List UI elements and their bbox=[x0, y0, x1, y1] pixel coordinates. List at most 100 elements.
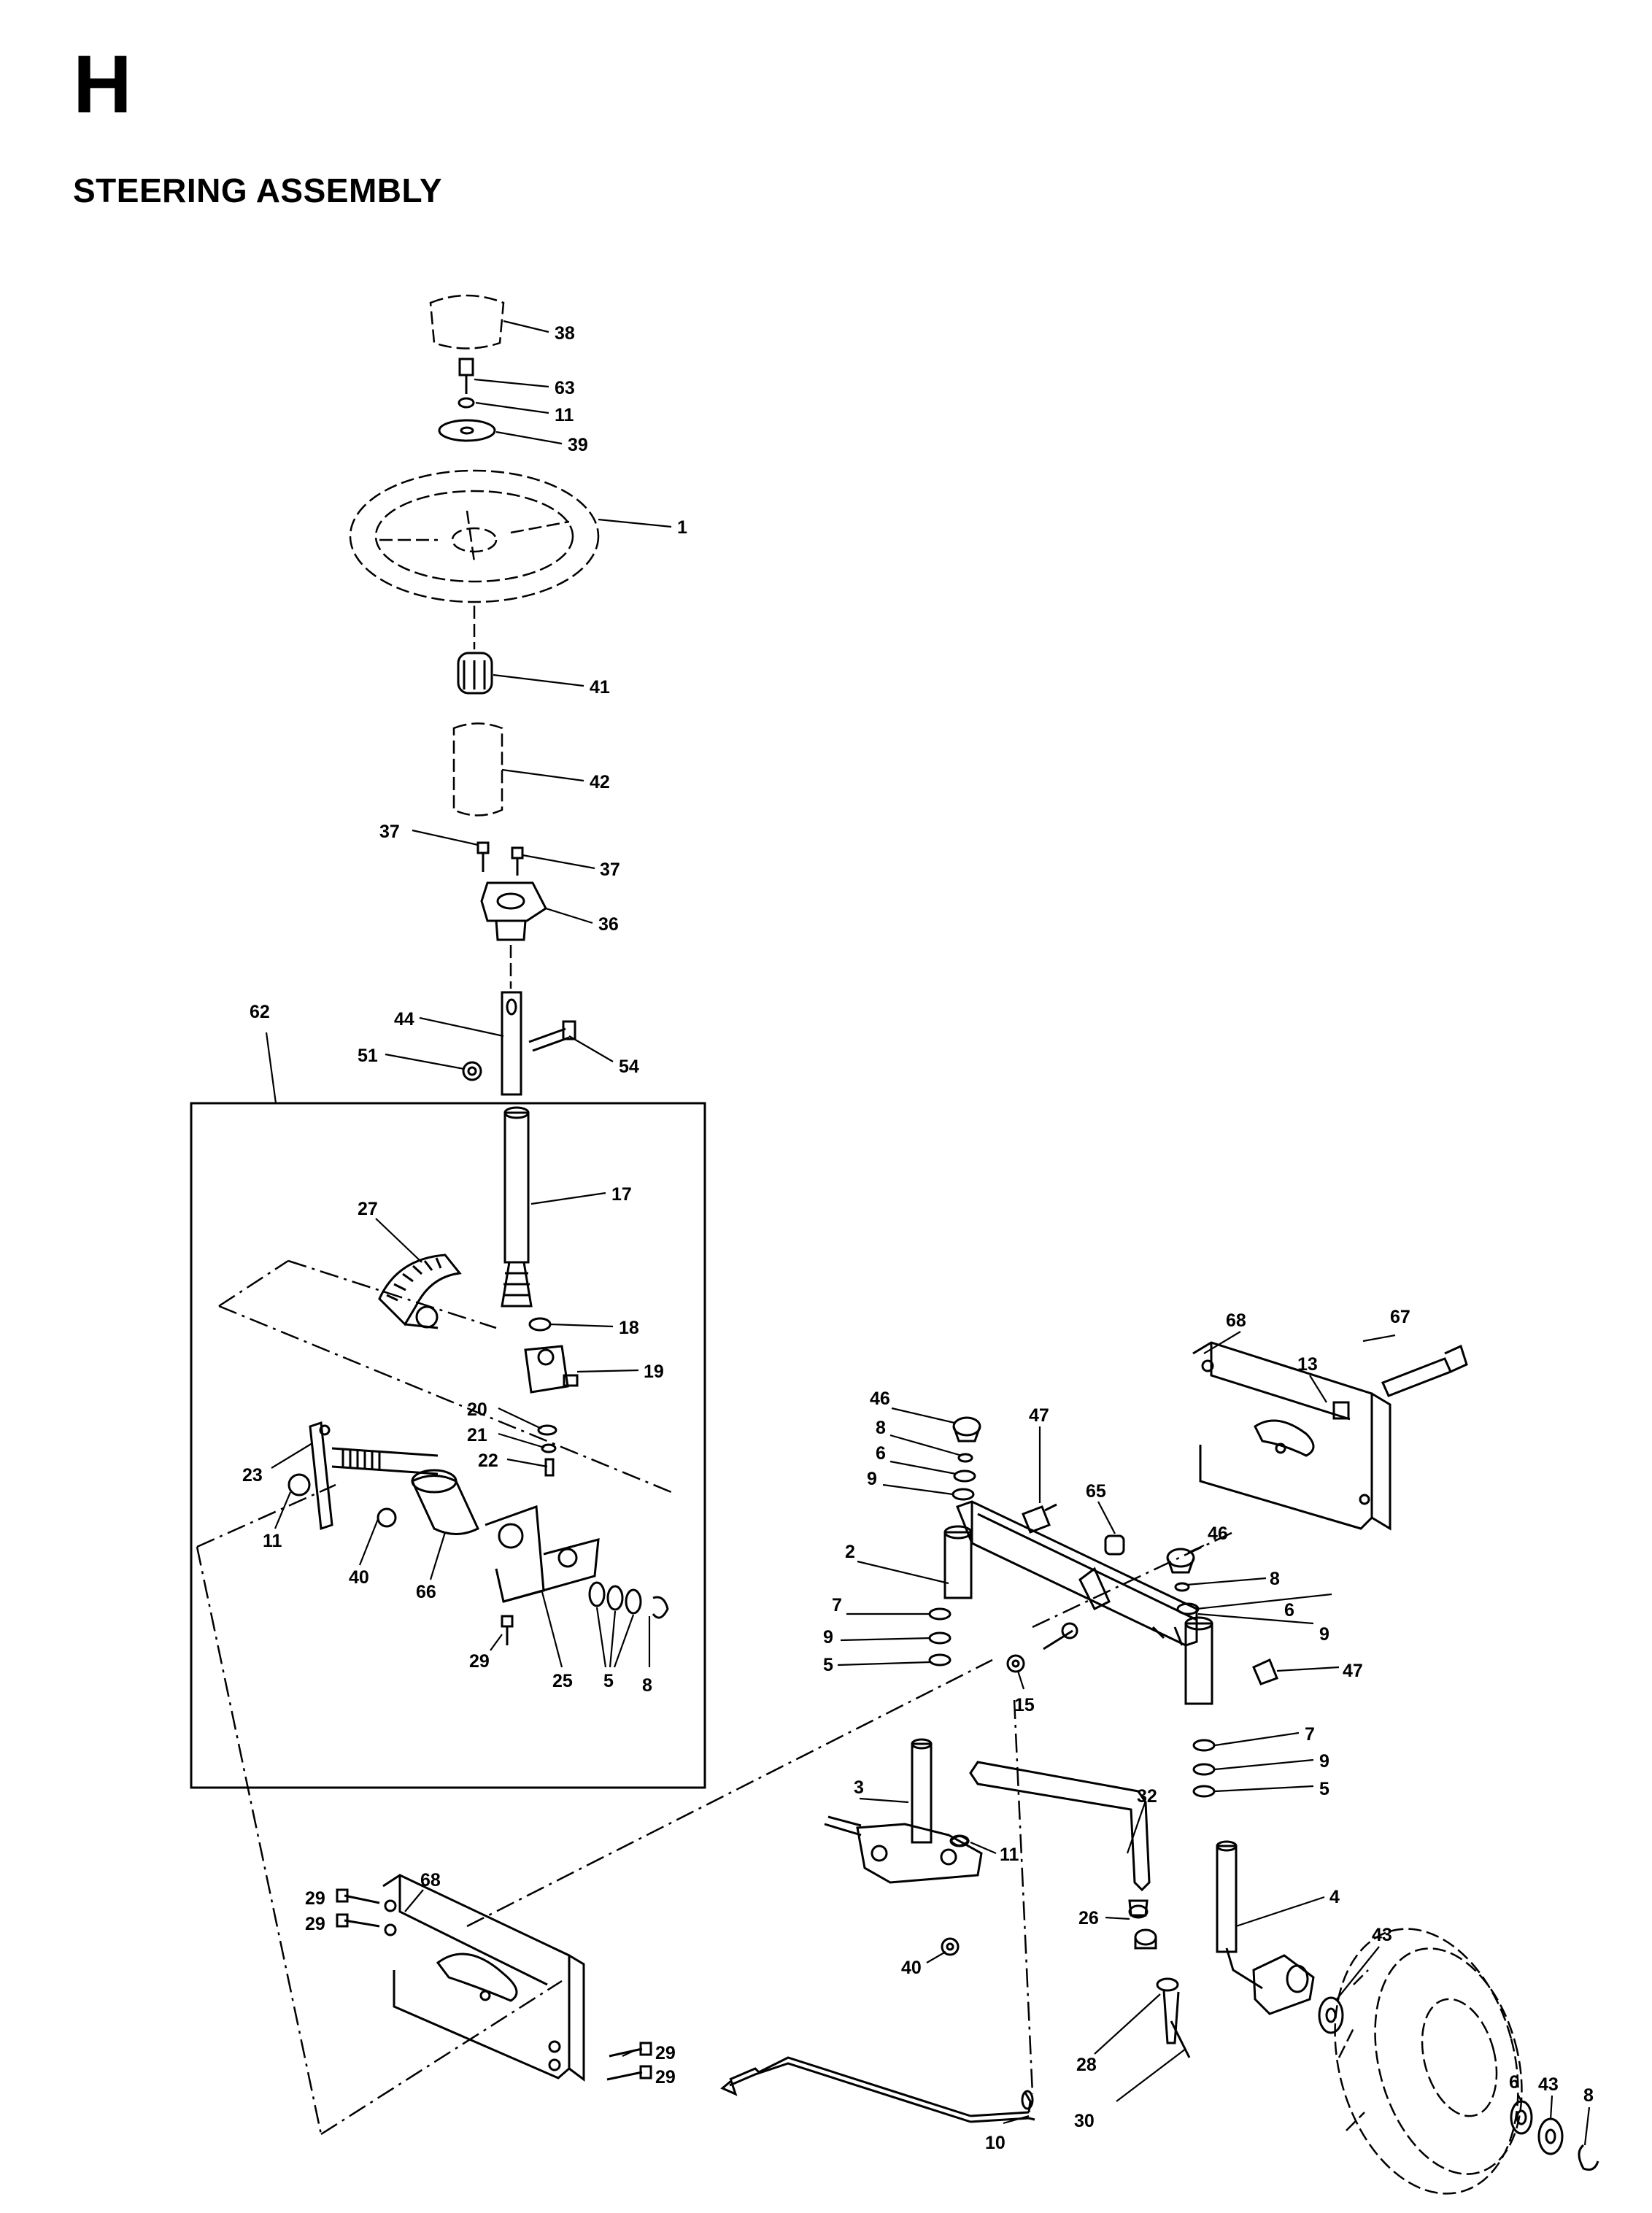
steering-shaft-sleeve bbox=[452, 722, 503, 816]
callout-9: 9 bbox=[1319, 1751, 1329, 1772]
callout-8: 8 bbox=[876, 1418, 886, 1438]
callout-51: 51 bbox=[358, 1046, 378, 1066]
callout-47: 47 bbox=[1343, 1661, 1363, 1681]
shaft-nut-left bbox=[287, 1473, 311, 1496]
steering-bolt bbox=[458, 358, 474, 394]
column-bracket bbox=[480, 881, 547, 941]
callout-1: 1 bbox=[677, 517, 687, 538]
steering-bracket bbox=[485, 1505, 600, 1603]
callout-66: 66 bbox=[416, 1582, 436, 1602]
callout-29: 29 bbox=[469, 1651, 490, 1672]
callout-3: 3 bbox=[854, 1777, 864, 1798]
callout-22: 22 bbox=[478, 1451, 498, 1471]
wheel-washers-outer bbox=[1510, 2100, 1599, 2171]
steering-wheel bbox=[349, 469, 600, 603]
callout-38: 38 bbox=[555, 323, 575, 344]
front-wheel bbox=[1334, 1928, 1523, 2195]
callout-29: 29 bbox=[655, 2043, 676, 2063]
tie-rod bbox=[720, 2056, 1035, 2123]
callout-43: 43 bbox=[1372, 1925, 1392, 1945]
callout-2: 2 bbox=[845, 1542, 855, 1562]
callout-32: 32 bbox=[1137, 1786, 1157, 1807]
callout-labels: 38 63 11 39 1 41 42 37 37 36 62 44 54 51… bbox=[242, 323, 1594, 2153]
steering-bushing bbox=[411, 1469, 479, 1535]
bracket-washers bbox=[588, 1581, 669, 1619]
block-fasteners bbox=[537, 1424, 557, 1477]
shaft-nut bbox=[462, 1061, 482, 1081]
callout-21: 21 bbox=[467, 1425, 487, 1445]
callout-62: 62 bbox=[250, 1002, 270, 1022]
section-letter: H bbox=[73, 39, 132, 130]
callout-7: 7 bbox=[832, 1595, 842, 1615]
pinion-bearing-block bbox=[524, 1345, 579, 1394]
callout-6: 6 bbox=[876, 1443, 886, 1464]
callout-47: 47 bbox=[1029, 1405, 1049, 1426]
callout-63: 63 bbox=[555, 378, 575, 398]
callout-29: 29 bbox=[305, 1888, 325, 1909]
callout-10: 10 bbox=[985, 2133, 1006, 2153]
axle-fittings bbox=[1006, 1503, 1278, 1685]
lock-washer bbox=[458, 397, 475, 409]
sector-gear bbox=[378, 1254, 462, 1329]
callout-8: 8 bbox=[1270, 1569, 1280, 1589]
callout-13: 13 bbox=[1297, 1354, 1318, 1375]
callout-6: 6 bbox=[1509, 2072, 1519, 2093]
callout-19: 19 bbox=[644, 1362, 664, 1382]
callout-36: 36 bbox=[598, 914, 619, 935]
callout-23: 23 bbox=[242, 1465, 263, 1486]
callout-20: 20 bbox=[467, 1399, 487, 1420]
pinion-shaft bbox=[501, 1106, 533, 1308]
callout-54: 54 bbox=[619, 1057, 639, 1077]
wheel-washer-inner bbox=[1318, 1996, 1344, 2034]
leader-lines bbox=[271, 320, 1591, 2146]
callout-68: 68 bbox=[420, 1870, 441, 1890]
column-screws bbox=[476, 841, 524, 876]
drag-link bbox=[969, 1761, 1151, 1919]
callout-39: 39 bbox=[568, 435, 588, 455]
callout-29: 29 bbox=[305, 1914, 325, 1934]
callout-28: 28 bbox=[1076, 2055, 1097, 2075]
left-support-bolts bbox=[336, 1888, 652, 2081]
callout-11: 11 bbox=[263, 1531, 282, 1551]
callout-40: 40 bbox=[901, 1958, 922, 1978]
callout-4: 4 bbox=[1329, 1887, 1340, 1907]
callout-9: 9 bbox=[1319, 1624, 1329, 1645]
steering-washer bbox=[438, 419, 496, 442]
callout-65: 65 bbox=[1086, 1481, 1106, 1502]
callout-30: 30 bbox=[1074, 2111, 1095, 2131]
left-spindle bbox=[824, 1738, 983, 1884]
callout-18: 18 bbox=[619, 1318, 639, 1338]
front-axle bbox=[956, 1500, 1198, 1647]
callout-17: 17 bbox=[611, 1184, 632, 1205]
shaft-bolt bbox=[528, 1020, 576, 1052]
left-axle-support bbox=[382, 1874, 585, 2082]
callout-5: 5 bbox=[823, 1655, 833, 1675]
callout-46: 46 bbox=[1208, 1523, 1228, 1544]
callout-9: 9 bbox=[823, 1627, 833, 1648]
callout-8: 8 bbox=[642, 1675, 652, 1696]
right-spindle-hub bbox=[1184, 1616, 1213, 1705]
callout-42: 42 bbox=[590, 772, 610, 792]
callout-41: 41 bbox=[590, 677, 610, 698]
callout-7: 7 bbox=[1305, 1724, 1315, 1745]
callout-26: 26 bbox=[1078, 1908, 1099, 1928]
callout-5: 5 bbox=[1319, 1779, 1329, 1799]
callout-40: 40 bbox=[349, 1567, 369, 1588]
callout-44: 44 bbox=[394, 1009, 414, 1030]
callout-68: 68 bbox=[1226, 1310, 1246, 1331]
callout-8: 8 bbox=[1583, 2085, 1594, 2106]
callout-29: 29 bbox=[655, 2067, 676, 2088]
steering-arm-pin bbox=[949, 1834, 970, 1847]
steering-adapter bbox=[457, 652, 493, 695]
callout-25: 25 bbox=[552, 1671, 573, 1691]
callout-43: 43 bbox=[1538, 2074, 1559, 2095]
callout-5: 5 bbox=[603, 1671, 614, 1691]
callout-11: 11 bbox=[1000, 1845, 1019, 1865]
callout-37: 37 bbox=[379, 822, 400, 842]
steering-gear-kit-box bbox=[190, 1102, 706, 1789]
right-spindle bbox=[1216, 1840, 1315, 2015]
pivot-bolt bbox=[1381, 1344, 1468, 1397]
right-axle-support bbox=[1192, 1341, 1392, 1531]
pivot-spacer bbox=[1332, 1401, 1350, 1420]
